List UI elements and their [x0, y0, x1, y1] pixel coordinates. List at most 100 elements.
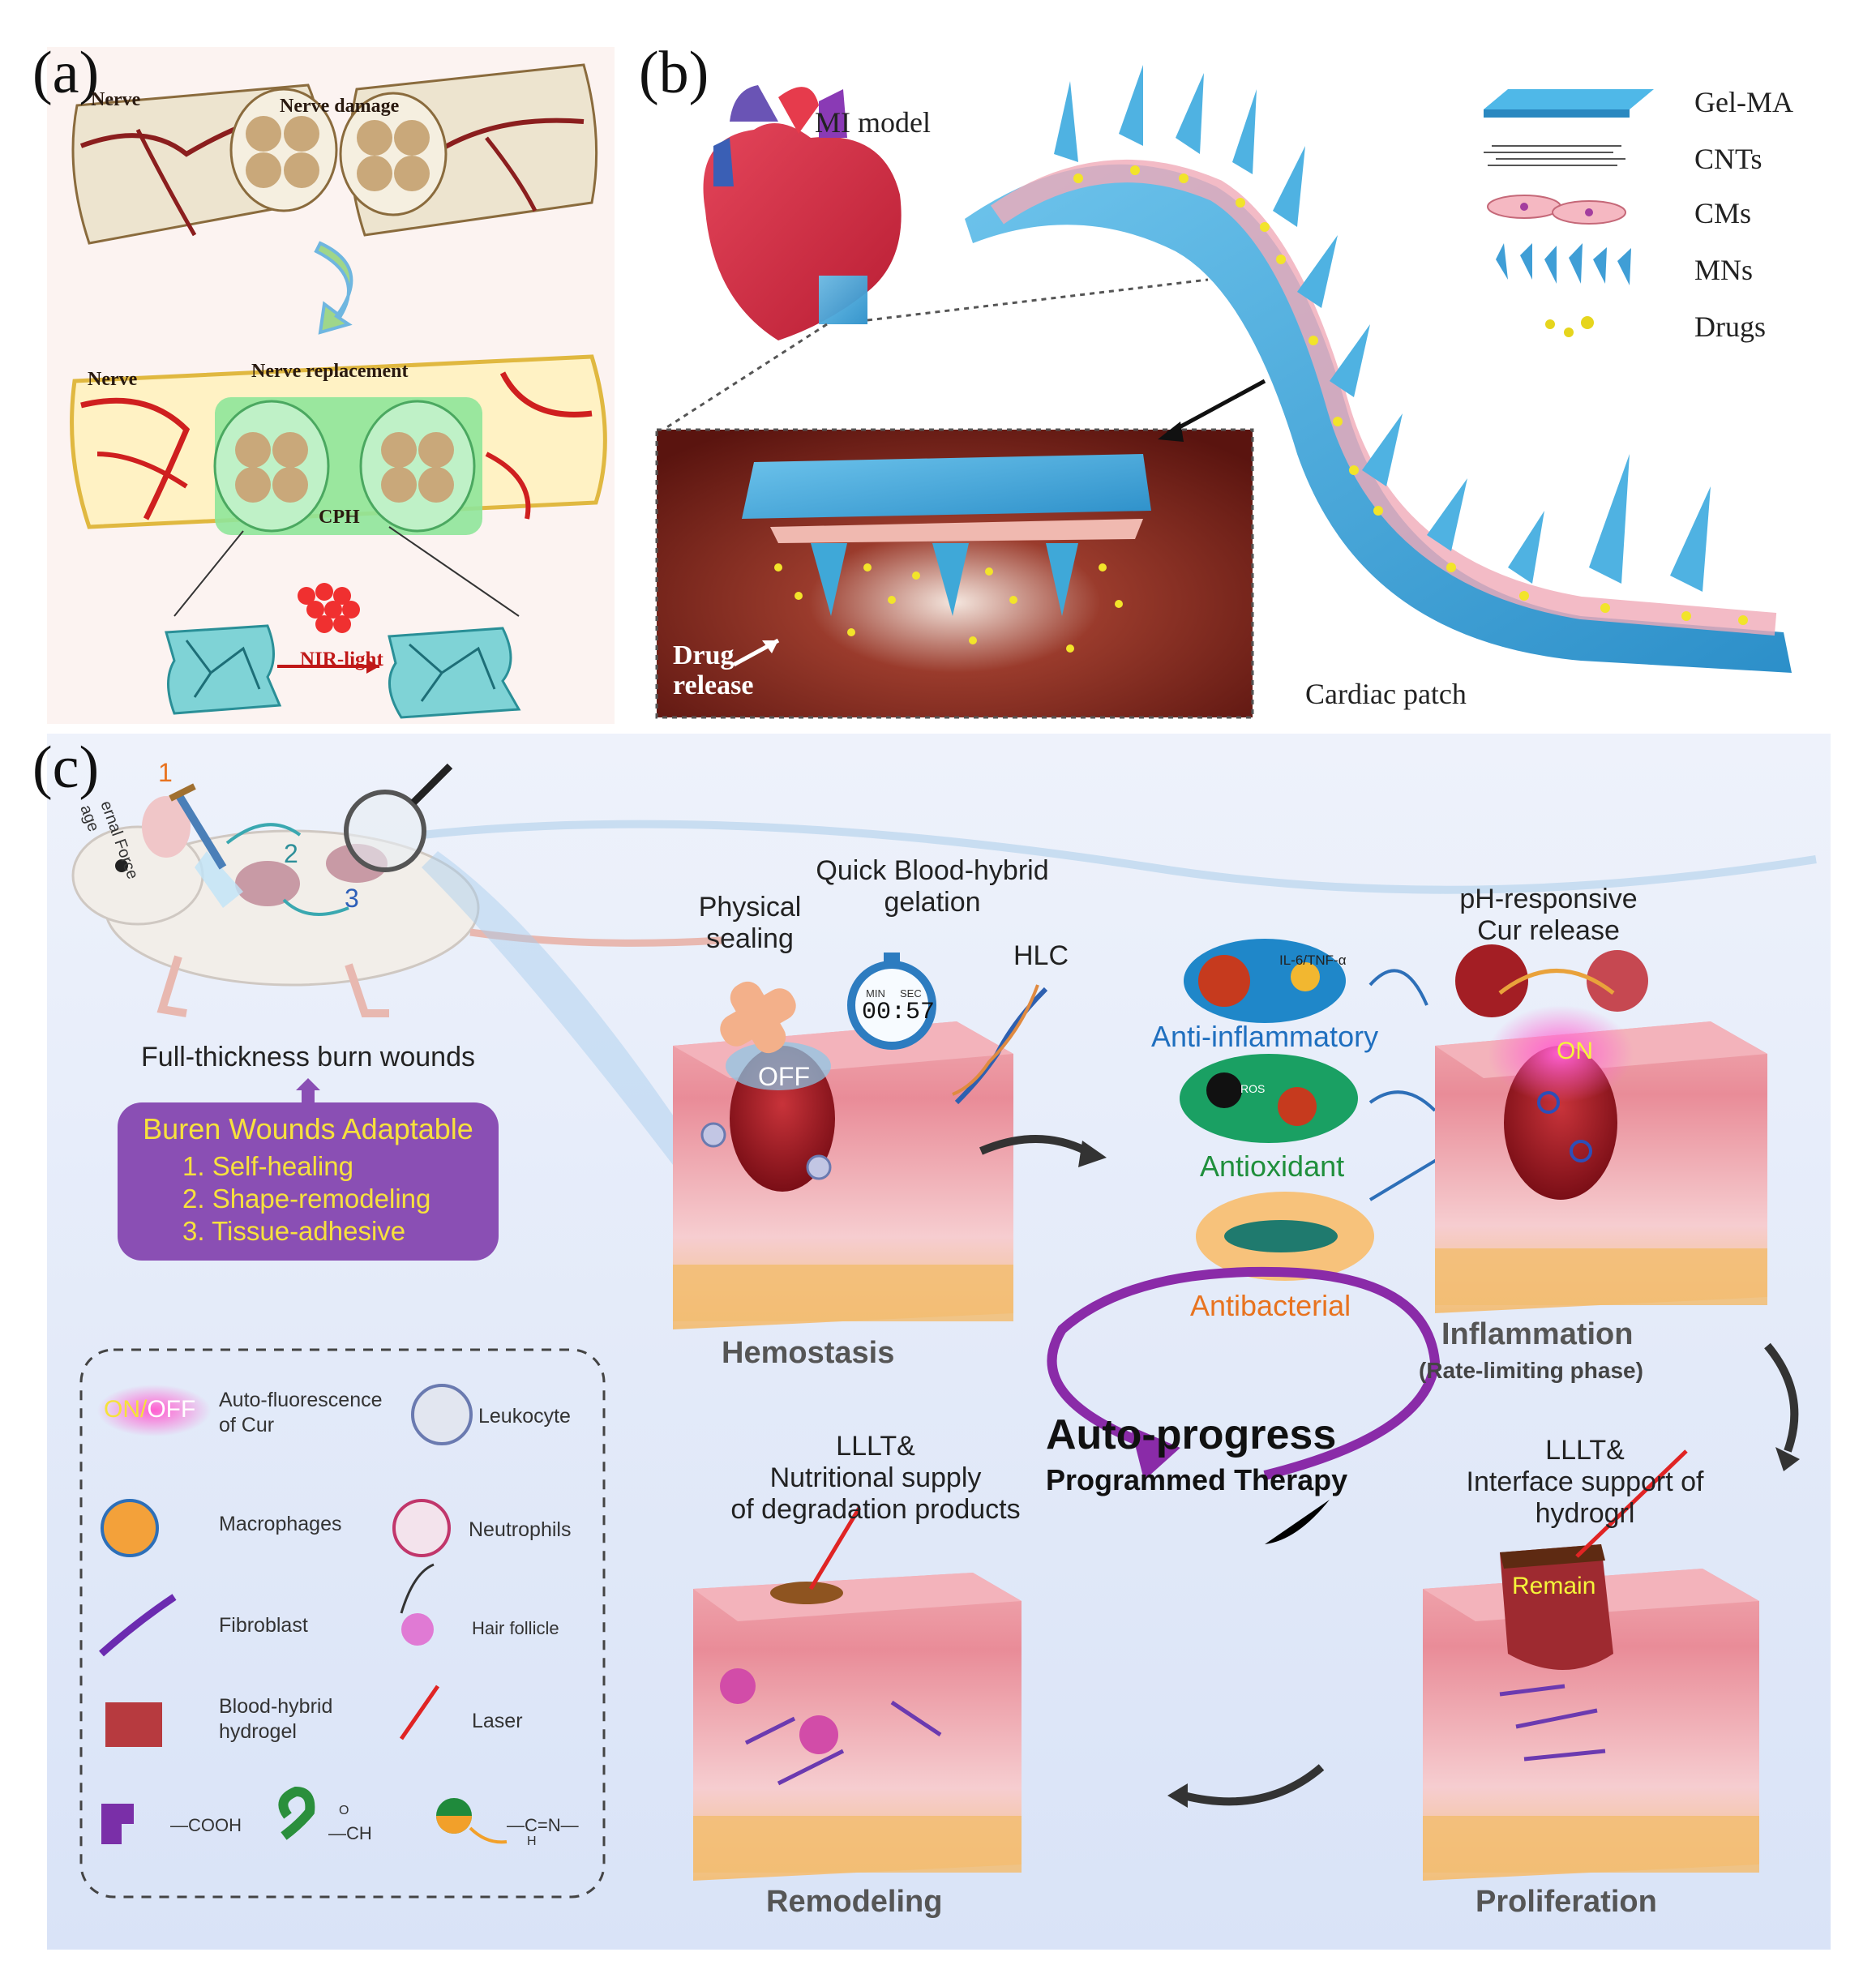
label-il6: IL-6/TNF-α: [1279, 953, 1347, 968]
label-lllt-interface: LLLT& Interface support of hydrogrl: [1466, 1435, 1704, 1530]
legend-gel-ma-icon: [1484, 89, 1654, 118]
label-nerve-top: Nerve: [91, 89, 141, 110]
label-burn-wounds: Full-thickness burn wounds: [141, 1042, 475, 1072]
legend-leukocyte: Leukocyte: [478, 1405, 571, 1428]
programmed-therapy-title: Programmed Therapy: [1046, 1463, 1348, 1496]
adaptable-item-1: 1. Self-healing: [182, 1151, 353, 1181]
green-molecule-icon: [278, 1786, 315, 1840]
label-nir-light: NIR-light: [300, 649, 383, 670]
label-quick-gelation: Quick Blood-hybrid gelation: [816, 855, 1049, 918]
fibroblast-icon: [99, 1594, 177, 1657]
magnifier-icon: [344, 763, 453, 872]
step-2-label: 2: [284, 839, 298, 868]
legend-fibroblast: Fibroblast: [219, 1614, 308, 1637]
legend-imine: —C=N—: [507, 1815, 579, 1835]
step-3-label: 3: [345, 884, 359, 913]
laser-icon: [399, 1685, 440, 1740]
stopwatch-icon: [847, 953, 936, 1050]
neutrophil-icon: [392, 1499, 451, 1557]
label-ph-release: pH-responsive Cur release: [1459, 884, 1638, 947]
legend-cms-icon: [1487, 195, 1626, 225]
hair-follicle-icon: [400, 1563, 435, 1646]
label-antioxidant: Antioxidant: [1200, 1149, 1345, 1183]
remain-label: Remain: [1512, 1573, 1596, 1599]
legend-slash: /: [140, 1396, 148, 1423]
adaptable-title: Buren Wounds Adaptable: [143, 1112, 473, 1145]
damaged-nerve-left: [71, 83, 338, 245]
legend-box: [79, 1348, 606, 1899]
label-hlc: HLC: [1013, 940, 1069, 971]
hydrogel-network-right: [388, 627, 521, 719]
curved-arrow-icon: [314, 241, 353, 335]
cardiac-patch-ribbon: [965, 164, 1792, 673]
legend-on-off: ON/OFF: [104, 1396, 195, 1423]
repaired-nerve: [70, 354, 607, 535]
panel-label-b: (b): [639, 40, 709, 106]
drug-particles-patch: [1073, 165, 1748, 625]
leukocyte-icon: [411, 1384, 473, 1445]
legend-off-text: OFF: [147, 1396, 196, 1423]
auto-progress-title: Auto-progress: [1046, 1411, 1337, 1458]
hydrogel-network-left: [165, 624, 282, 715]
timer-min: MIN: [866, 987, 885, 1000]
legend-mns: MNs: [1694, 254, 1754, 286]
stage-proliferation: Proliferation: [1476, 1885, 1657, 1919]
label-nerve-replacement: Nerve replacement: [251, 361, 409, 382]
step-1-label: 1: [158, 758, 173, 787]
label-physical-sealing: Physical sealing: [698, 892, 802, 955]
timer-sec: SEC: [900, 987, 922, 1000]
heart-model: [703, 85, 902, 340]
blood-hydrogel-icon: [105, 1702, 162, 1747]
scalpel-icon: [169, 783, 227, 870]
nir-particle-cluster: [298, 583, 360, 633]
label-cph: CPH: [319, 507, 360, 528]
legend-laser: Laser: [472, 1710, 523, 1732]
curcumin-nanoparticle: [1455, 944, 1528, 1017]
antioxidant-cell: [1180, 1054, 1358, 1143]
legend-mns-icon: [1496, 243, 1631, 285]
damaged-nerve-right: [339, 63, 598, 237]
timer-value: 00:57: [862, 999, 936, 1026]
macrophage-icon: [101, 1499, 159, 1557]
adaptable-box: [118, 1102, 499, 1261]
skin-block-proliferation: [1423, 1544, 1759, 1881]
label-anti-inflammatory: Anti-inflammatory: [1151, 1020, 1379, 1053]
adaptable-item-2: 2. Shape-remodeling: [182, 1184, 431, 1214]
legend-neutrophils: Neutrophils: [469, 1518, 572, 1541]
label-nerve-damage: Nerve damage: [280, 96, 400, 117]
auto-progress-ring: [1047, 1266, 1441, 1480]
adaptable-item-3: 3. Tissue-adhesive: [182, 1216, 406, 1246]
legend-aldehyde-o: O: [339, 1804, 349, 1817]
label-antibacterial: Antibacterial: [1190, 1289, 1351, 1322]
legend-macrophages: Macrophages: [219, 1513, 342, 1535]
legend-auto-fluorescence: Auto-fluorescence of Cur: [219, 1389, 383, 1437]
stage-inflammation: Inflammation: [1441, 1317, 1634, 1351]
legend-cooh: —COOH: [170, 1815, 242, 1835]
stage-hemostasis: Hemostasis: [722, 1336, 895, 1370]
skin-block-hemostasis: [673, 1021, 1013, 1329]
panel-label-c: (c): [32, 734, 100, 801]
on-label: ON: [1557, 1038, 1593, 1064]
skin-block-inflammation: [1435, 1005, 1767, 1313]
legend-imine-h: H: [527, 1834, 537, 1848]
stage-remodeling: Remodeling: [766, 1885, 943, 1919]
legend-cnts: CNTs: [1694, 143, 1762, 175]
label-mi-model: MI model: [815, 106, 931, 139]
panel-label-a: (a): [32, 40, 100, 106]
legend-blood-hydrogel: Blood-hybrid hydrogel: [219, 1695, 333, 1744]
legend-on-text: ON: [104, 1396, 140, 1423]
label-lllt-nutritional: LLLT& Nutritional supply of degradation …: [730, 1431, 1021, 1526]
legend-gel-ma: Gel-MA: [1694, 86, 1793, 118]
legend-hair-follicle: Hair follicle: [472, 1618, 559, 1638]
label-cardiac-patch: Cardiac patch: [1305, 678, 1467, 710]
microneedles: [1054, 65, 1711, 592]
rate-limiting-label: (Rate-limiting phase): [1419, 1358, 1643, 1383]
label-ros: ROS: [1240, 1082, 1266, 1095]
legend-drugs-icon: [1545, 316, 1594, 337]
legend-aldehyde: —CH: [328, 1823, 372, 1843]
legend-drugs: Drugs: [1694, 310, 1766, 343]
label-drug-release: Drug release: [673, 640, 754, 701]
skin-block-remodeling: [693, 1573, 1022, 1881]
legend-cms: CMs: [1694, 197, 1752, 229]
